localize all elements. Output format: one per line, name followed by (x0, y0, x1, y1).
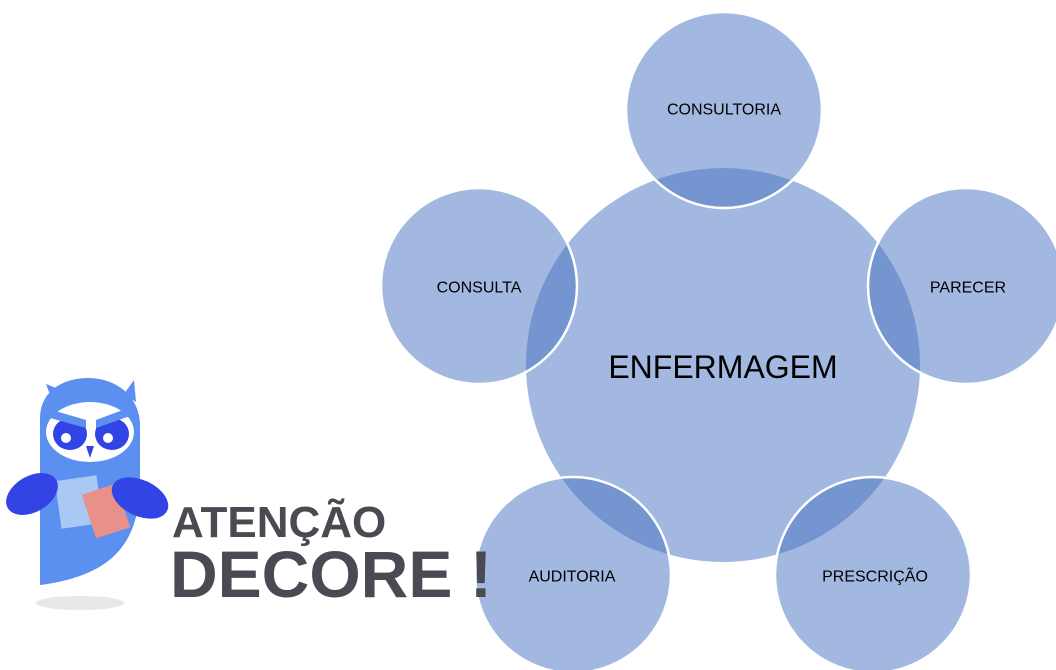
satellite-circle-consulta (381, 188, 577, 384)
center-circle (526, 168, 920, 562)
satellite-label-prescricao: PRESCRIÇÃO (822, 566, 928, 586)
mascot-title-line1: ATENÇÃO (172, 497, 386, 547)
satellite-label-consultoria: CONSULTORIA (667, 102, 781, 119)
overlap-prescricao (775, 477, 920, 562)
mascot-title-line2: DECORE (170, 537, 452, 611)
owl-mascot-icon (6, 378, 169, 610)
satellite-circle-consultoria (626, 12, 822, 208)
satellite-label-parecer: PARECER (930, 280, 1006, 297)
overlap-auditoria (526, 477, 671, 562)
satellite-label-auditoria: AUDITORIA (529, 569, 616, 586)
center-label: ENFERMAGEM (608, 349, 837, 385)
mascot-exclamation: ! (470, 537, 492, 611)
satellite-label-consulta: CONSULTA (437, 280, 522, 297)
